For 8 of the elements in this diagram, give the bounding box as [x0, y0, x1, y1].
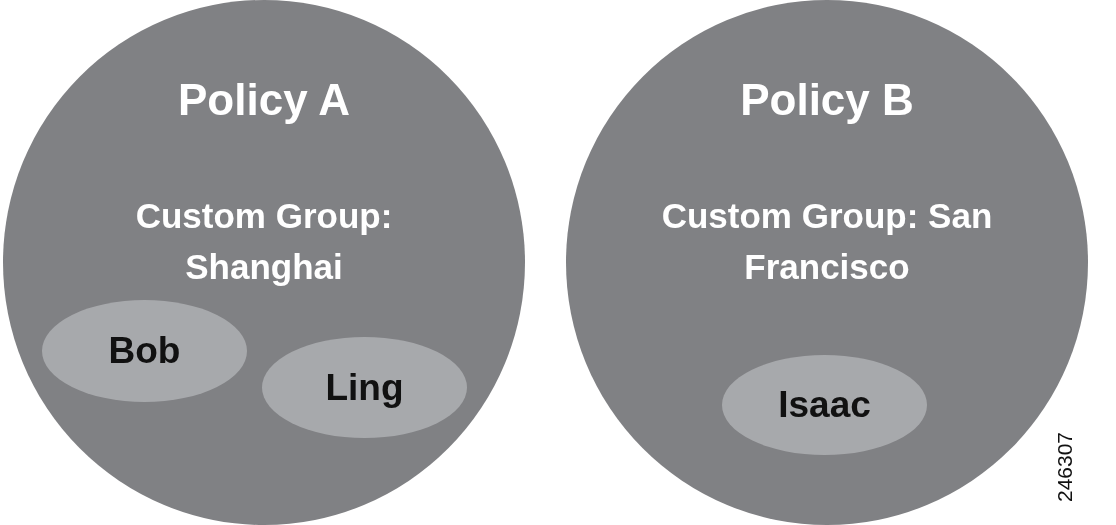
figure-number: 246307 — [1053, 431, 1078, 503]
member-name: Ling — [325, 366, 404, 409]
policy-title: Policy A — [177, 75, 351, 125]
member-name: Bob — [108, 330, 181, 372]
member-name: Isaac — [778, 384, 871, 426]
group-label: Custom Group: San Francisco — [660, 195, 994, 288]
policy-title: Policy B — [739, 75, 915, 125]
group-label: Custom Group: Shanghai — [134, 195, 394, 288]
